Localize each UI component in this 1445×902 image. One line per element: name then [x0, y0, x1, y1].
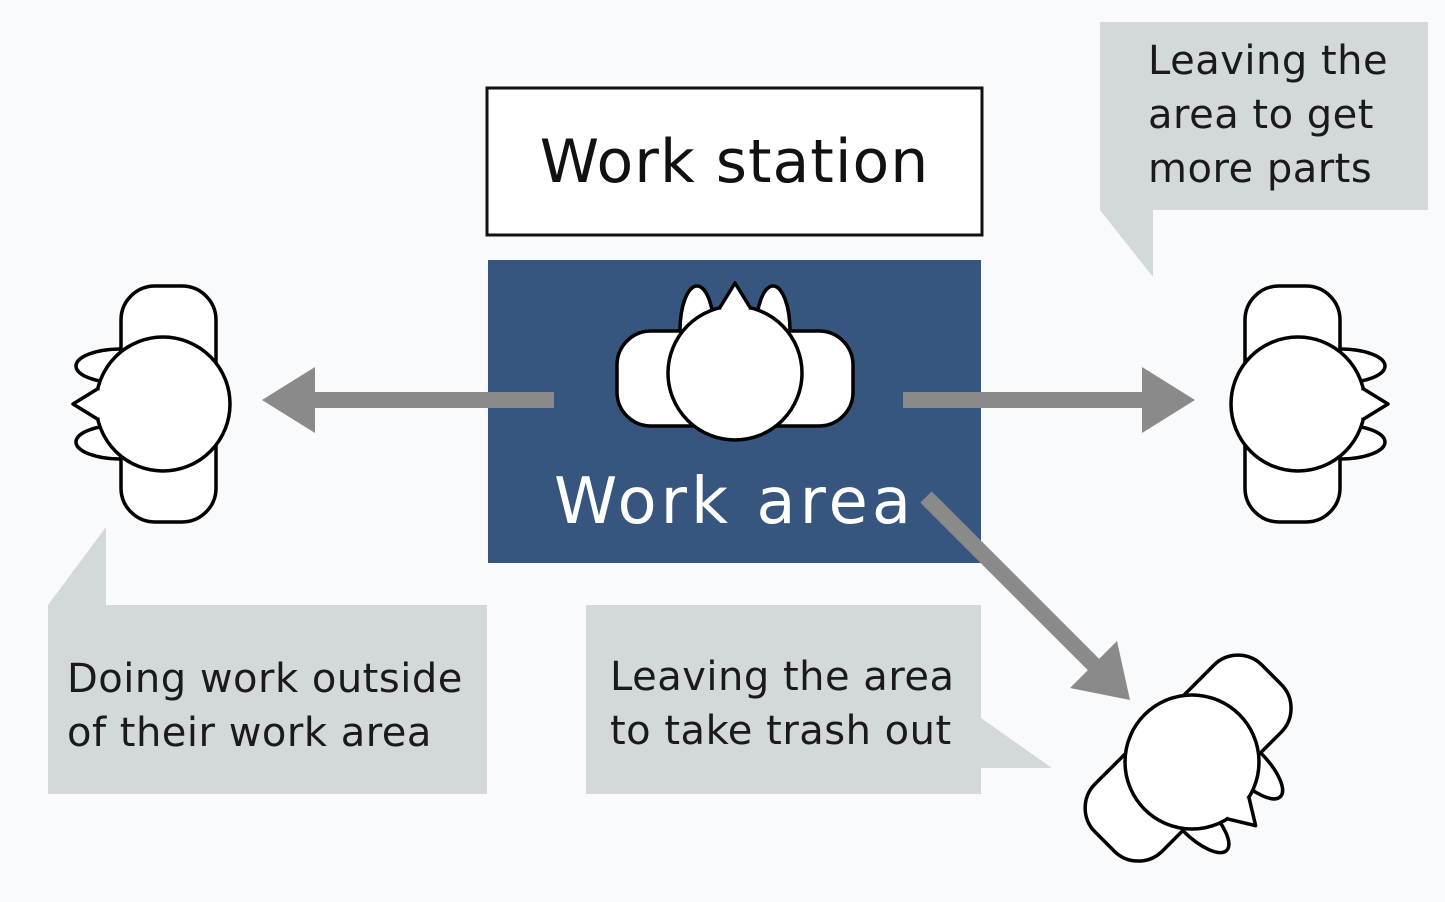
- workstation-box: [485, 86, 984, 237]
- arrow-right: [903, 367, 1195, 433]
- callout-bubble-trash: [586, 605, 1052, 794]
- callout-bubble-parts: [1100, 22, 1428, 277]
- workstation-label: Work station: [539, 126, 930, 197]
- person-left-icon: [71, 284, 232, 524]
- work-area-label: Work area: [553, 465, 916, 539]
- arrow-left: [262, 367, 554, 433]
- callout-text-trash: Leaving the area to take trash out: [610, 654, 955, 754]
- callout-bubble-outside: [48, 527, 487, 794]
- callout-text-outside: Doing work outside of their work area: [67, 656, 463, 756]
- arrow-diagonal: [920, 491, 1130, 700]
- person-right-icon: [1229, 284, 1390, 524]
- callout-text-parts: Leaving the area to get more parts: [1148, 38, 1389, 192]
